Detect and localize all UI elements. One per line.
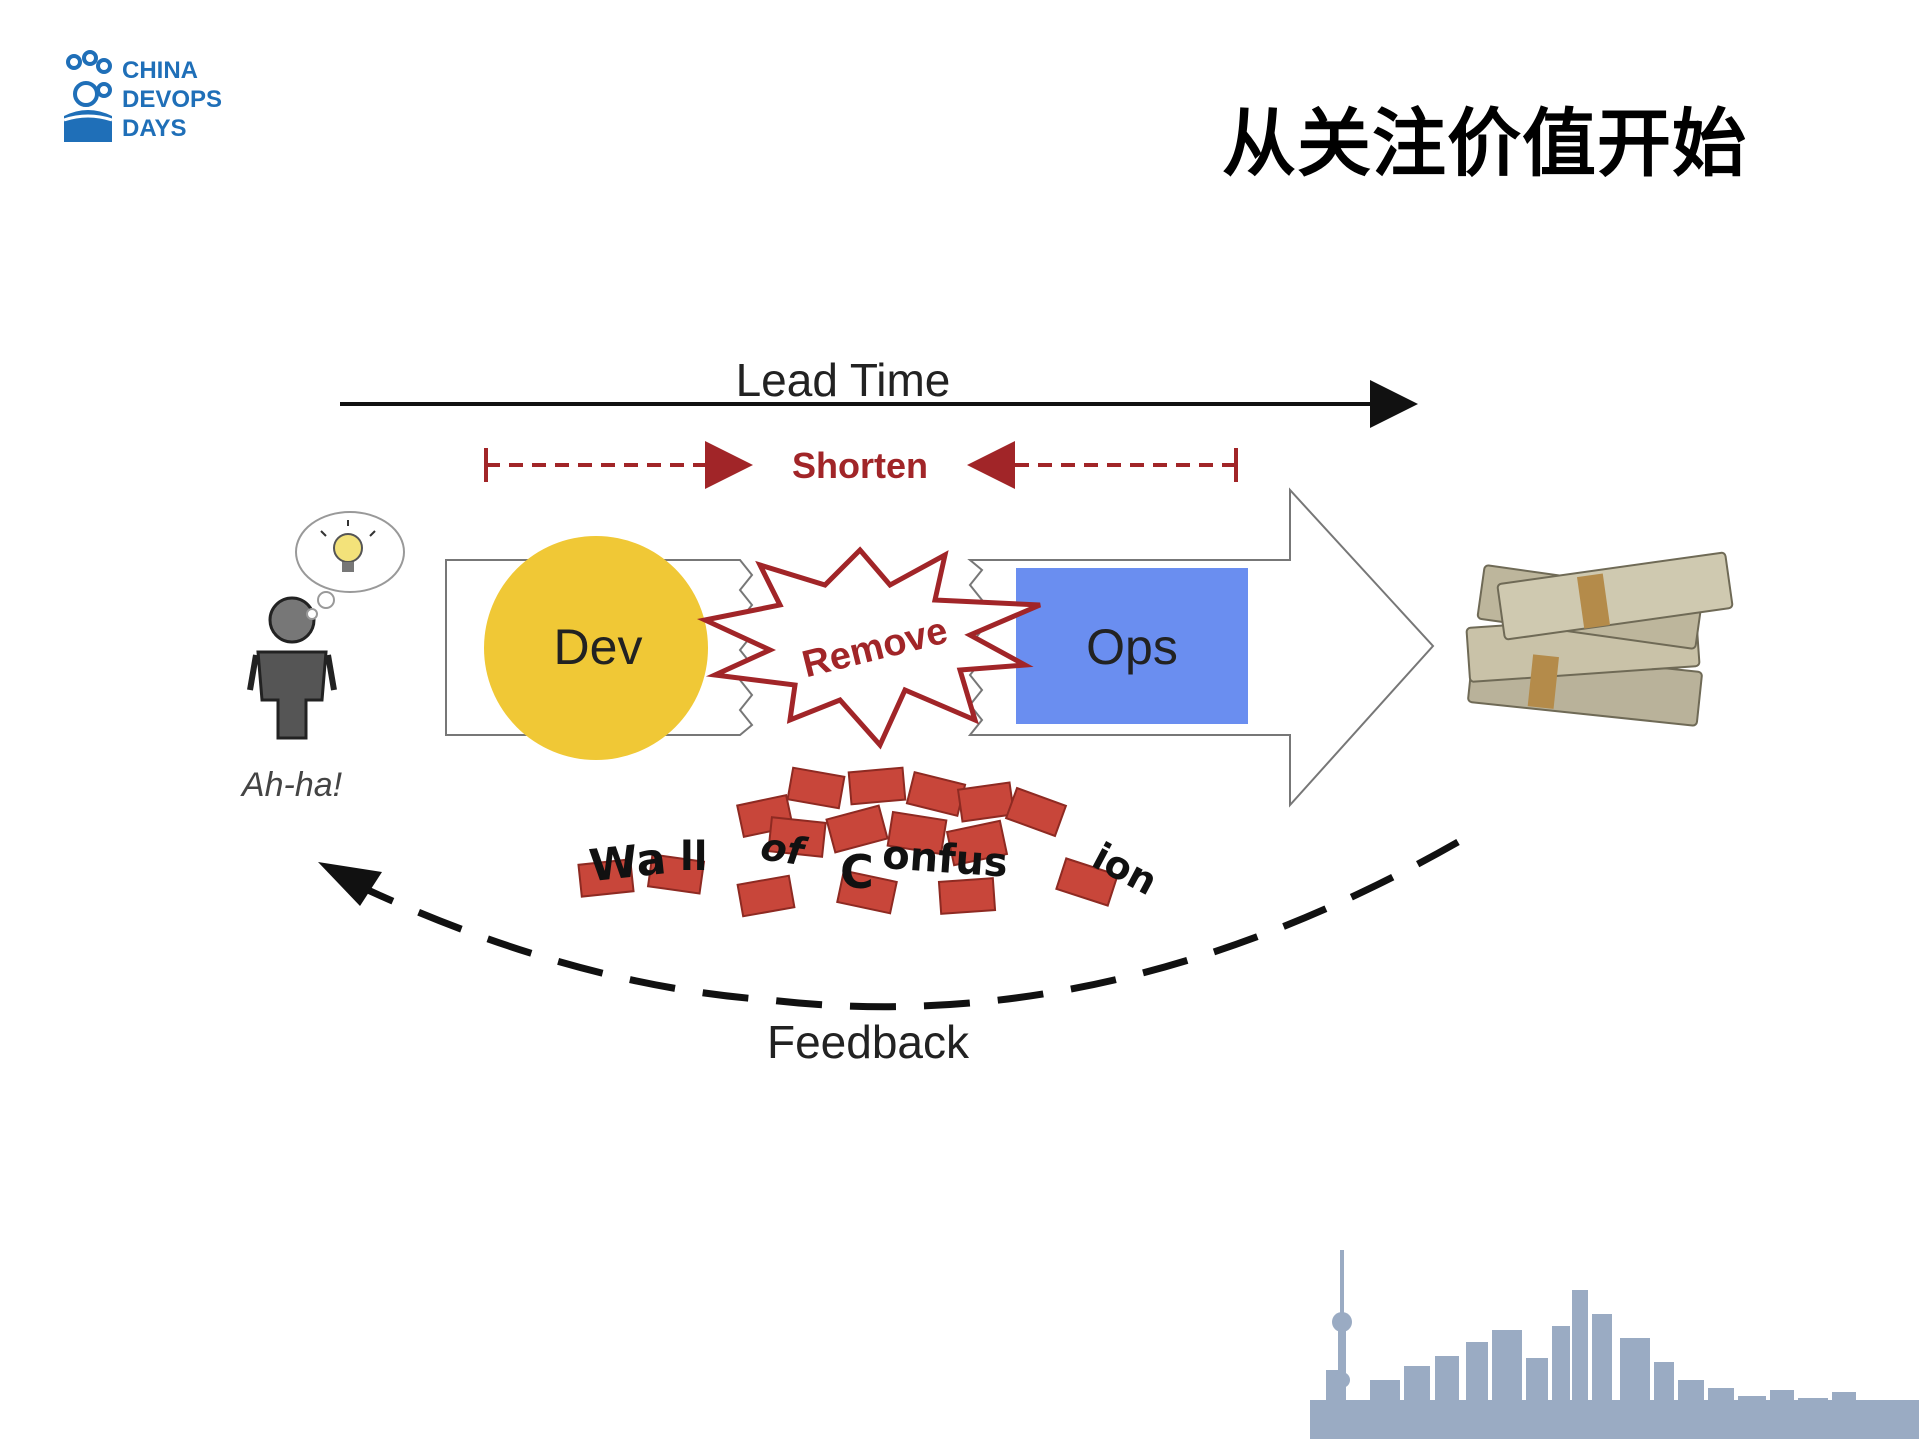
lightbulb-icon [295,511,405,620]
dev-label: Dev [554,619,643,675]
devops-days-logo-icon [63,50,113,142]
wall-word-ll: ll [680,834,707,880]
logo-line-devops: DEVOPS [122,86,223,113]
wall-word-of: of [758,824,811,874]
money-stack-icon [1465,551,1734,727]
lead-time-label: Lead Time [736,354,951,406]
slide-title: 从关注价值开始 [1222,101,1747,187]
devops-days-logo: CHINA DEVOPS DAYS [60,50,260,146]
wall-word-onfus: onfus [881,832,1010,887]
wall-of-confusion [577,766,1119,918]
feedback-arc [328,838,1460,1011]
logo-line-days: DAYS [122,115,187,142]
dev-circle [484,536,708,760]
wall-word-c: C [840,845,874,899]
feedback-label: Feedback [767,1016,970,1068]
shorten-label: Shorten [792,445,928,486]
ah-ha-label: Ah-ha! [240,766,343,804]
shanghai-skyline-icon [1310,1250,1919,1439]
remove-burst [696,546,1041,750]
ops-box [1016,568,1248,724]
person-icon [247,596,337,740]
logo-line-china: CHINA [122,57,198,84]
ops-label: Ops [1086,619,1178,675]
wall-word-wa: Wa [587,833,669,892]
feedback-arrowhead [318,862,382,906]
